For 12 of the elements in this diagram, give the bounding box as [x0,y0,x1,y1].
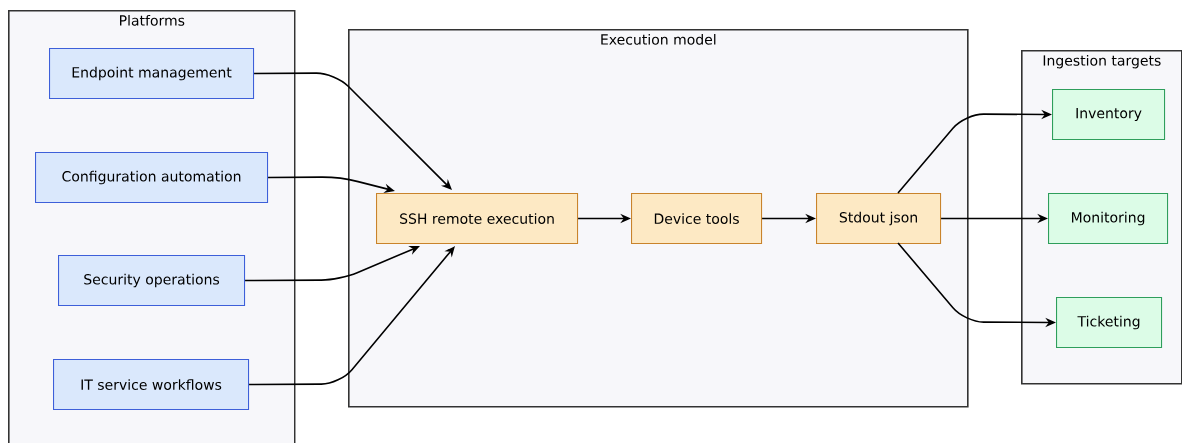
process-box: Monitoring [1048,193,1169,245]
process-box: Security operations [58,255,246,307]
arrow [248,246,455,386]
arrow [253,72,452,190]
process-box: Configuration automation [35,152,269,204]
process-box: Ticketing [1056,297,1163,349]
process-box: Device tools [631,193,763,245]
process-box: Endpoint management [49,48,255,100]
process-box: Inventory [1052,89,1166,141]
process-box: Stdout json [816,193,942,245]
process-box: IT service workflows [53,359,250,411]
process-box: SSH remote execution [376,193,579,245]
